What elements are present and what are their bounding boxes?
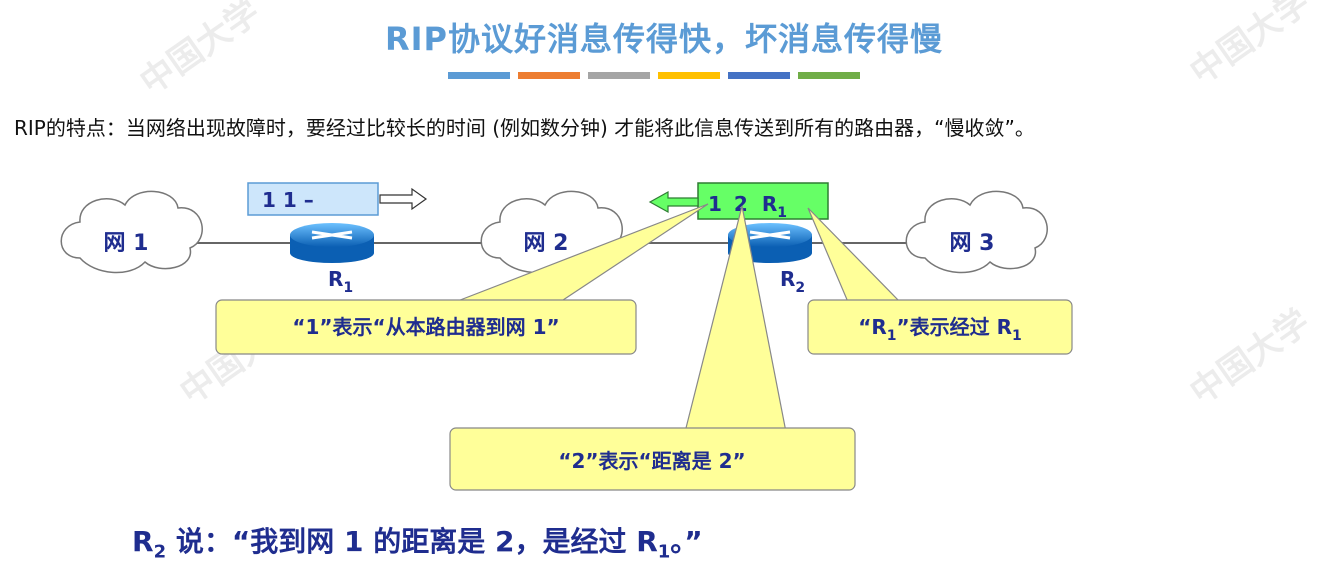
title-bar [588, 72, 650, 79]
callout-net-text: “1”表示“从本路由器到网 1” [292, 315, 559, 339]
callout-hop-pointer [807, 207, 902, 303]
router-r1-label: R1 [328, 267, 353, 296]
description-text: RIP的特点：当网络出现故障时，要经过比较长的时间 (例如数分钟) 才能将此信息… [14, 116, 1035, 140]
router-r2-label: R2 [780, 267, 805, 296]
r1-message-box [247, 182, 379, 216]
r2-quote: R2 说：“我到网 1 的距离是 2，是经过 R1。” [132, 525, 703, 563]
callout-dist-box [449, 427, 856, 491]
title-bar [728, 72, 790, 79]
right-arrow-icon [379, 187, 428, 211]
cloud-net3: 网 3 [905, 190, 1048, 274]
title-bar [658, 72, 720, 79]
net1-label: 网 1 [104, 231, 149, 256]
callout-net-box [215, 299, 637, 355]
callout-hop-box [807, 299, 1073, 355]
net3-label: 网 3 [950, 231, 995, 256]
title-bar [518, 72, 580, 79]
r1-message-text: 1 1 – [262, 188, 314, 212]
left-arrow-icon [648, 190, 699, 214]
page-title: RIP协议好消息传得快，坏消息传得慢 [384, 20, 943, 58]
title-underline [448, 72, 860, 79]
title-bar [448, 72, 510, 79]
title-bar [798, 72, 860, 79]
callout-hop-text: “R1”表示经过 R1 [858, 315, 1022, 344]
router-r1-icon [290, 223, 374, 263]
net2-label: 网 2 [524, 231, 569, 256]
callout-dist-text: “2”表示“距离是 2” [558, 449, 745, 473]
cloud-net1: 网 1 [60, 190, 203, 274]
r2-message-box [697, 182, 829, 220]
